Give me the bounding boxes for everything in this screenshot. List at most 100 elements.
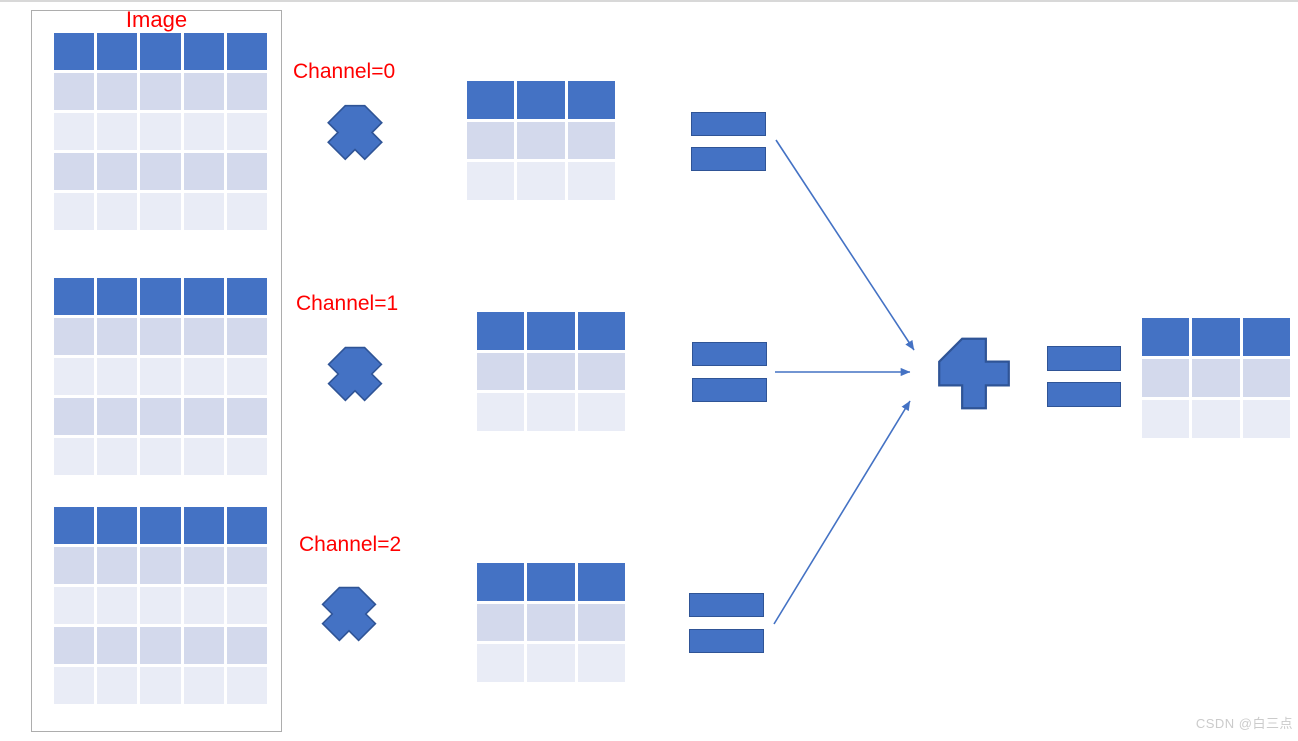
equals-bar bbox=[689, 593, 764, 617]
equals-bar bbox=[692, 378, 767, 402]
equals-bar bbox=[691, 112, 766, 136]
plus-icon bbox=[938, 337, 1010, 410]
grid-cell bbox=[226, 667, 267, 704]
grid-cell bbox=[97, 193, 138, 230]
grid-cell bbox=[1192, 359, 1240, 397]
grid-cell bbox=[517, 162, 565, 200]
grid-cell bbox=[527, 352, 575, 391]
grid-cell bbox=[97, 33, 138, 70]
kernel-grid-channel0 bbox=[467, 81, 615, 200]
equals-icon bbox=[689, 593, 764, 653]
grid-cell bbox=[183, 193, 224, 230]
grid-cell bbox=[140, 438, 181, 475]
grid-cell bbox=[54, 547, 95, 584]
multiply-icon bbox=[327, 346, 383, 402]
grid-cell bbox=[54, 587, 95, 624]
grid-cell bbox=[577, 393, 625, 431]
grid-cell bbox=[183, 667, 224, 704]
grid-cell bbox=[527, 644, 575, 682]
grid-cell bbox=[54, 398, 95, 435]
grid-cell bbox=[97, 318, 138, 355]
grid-cell bbox=[527, 563, 575, 601]
grid-cell bbox=[1142, 400, 1190, 438]
grid-cell bbox=[226, 398, 267, 435]
grid-cell bbox=[97, 398, 138, 435]
grid-cell bbox=[226, 193, 267, 230]
grid-cell bbox=[1142, 359, 1190, 397]
grid-cell bbox=[97, 358, 138, 395]
equals-icon bbox=[1047, 346, 1121, 407]
grid-cell bbox=[183, 278, 224, 315]
grid-cell bbox=[140, 398, 181, 435]
grid-cell bbox=[140, 193, 181, 230]
grid-cell bbox=[183, 587, 224, 624]
grid-cell bbox=[97, 438, 138, 475]
image-channel2-grid bbox=[54, 507, 267, 704]
grid-cell bbox=[140, 627, 181, 664]
top-divider-line bbox=[0, 0, 1298, 2]
image-panel-title: Image bbox=[125, 7, 188, 32]
grid-cell bbox=[477, 393, 525, 431]
grid-cell bbox=[140, 73, 181, 110]
grid-cell bbox=[54, 438, 95, 475]
multiply-icon bbox=[327, 104, 383, 161]
grid-cell bbox=[97, 587, 138, 624]
grid-cell bbox=[183, 398, 224, 435]
grid-cell bbox=[226, 318, 267, 355]
grid-cell bbox=[97, 507, 138, 544]
grid-cell bbox=[226, 153, 267, 190]
equals-bar bbox=[691, 147, 766, 171]
grid-cell bbox=[1142, 318, 1190, 356]
grid-cell bbox=[54, 153, 95, 190]
grid-cell bbox=[140, 547, 181, 584]
grid-cell bbox=[54, 193, 95, 230]
grid-cell bbox=[54, 627, 95, 664]
grid-cell bbox=[477, 644, 525, 682]
result-grid bbox=[1142, 318, 1290, 438]
equals-icon bbox=[691, 112, 766, 171]
grid-cell bbox=[183, 153, 224, 190]
grid-cell bbox=[183, 318, 224, 355]
grid-cell bbox=[477, 352, 525, 391]
channel2-label: Channel=2 bbox=[299, 533, 402, 556]
grid-cell bbox=[567, 121, 615, 160]
grid-cell bbox=[54, 667, 95, 704]
grid-cell bbox=[1242, 318, 1290, 356]
grid-cell bbox=[226, 627, 267, 664]
grid-cell bbox=[467, 81, 515, 119]
grid-cell bbox=[567, 81, 615, 119]
channel0-label: Channel=0 bbox=[293, 60, 396, 83]
image-channel1-grid bbox=[54, 278, 267, 475]
grid-cell bbox=[140, 667, 181, 704]
grid-cell bbox=[517, 81, 565, 119]
grid-cell bbox=[140, 507, 181, 544]
grid-cell bbox=[97, 278, 138, 315]
grid-cell bbox=[477, 312, 525, 350]
grid-cell bbox=[567, 162, 615, 200]
grid-cell bbox=[1192, 318, 1240, 356]
multiply-icon bbox=[321, 586, 377, 642]
grid-cell bbox=[54, 358, 95, 395]
grid-cell bbox=[54, 113, 95, 150]
image-channel0-grid bbox=[54, 33, 267, 230]
grid-cell bbox=[54, 33, 95, 70]
grid-cell bbox=[1192, 400, 1240, 438]
grid-cell bbox=[140, 587, 181, 624]
grid-cell bbox=[477, 563, 525, 601]
grid-cell bbox=[140, 358, 181, 395]
grid-cell bbox=[517, 121, 565, 160]
grid-cell bbox=[226, 547, 267, 584]
grid-cell bbox=[226, 33, 267, 70]
grid-cell bbox=[54, 278, 95, 315]
grid-cell bbox=[577, 563, 625, 601]
grid-cell bbox=[467, 162, 515, 200]
grid-cell bbox=[97, 153, 138, 190]
grid-cell bbox=[140, 318, 181, 355]
grid-cell bbox=[54, 318, 95, 355]
grid-cell bbox=[527, 312, 575, 350]
grid-cell bbox=[54, 507, 95, 544]
grid-cell bbox=[226, 438, 267, 475]
equals-bar bbox=[1047, 346, 1121, 371]
grid-cell bbox=[226, 278, 267, 315]
grid-cell bbox=[97, 547, 138, 584]
